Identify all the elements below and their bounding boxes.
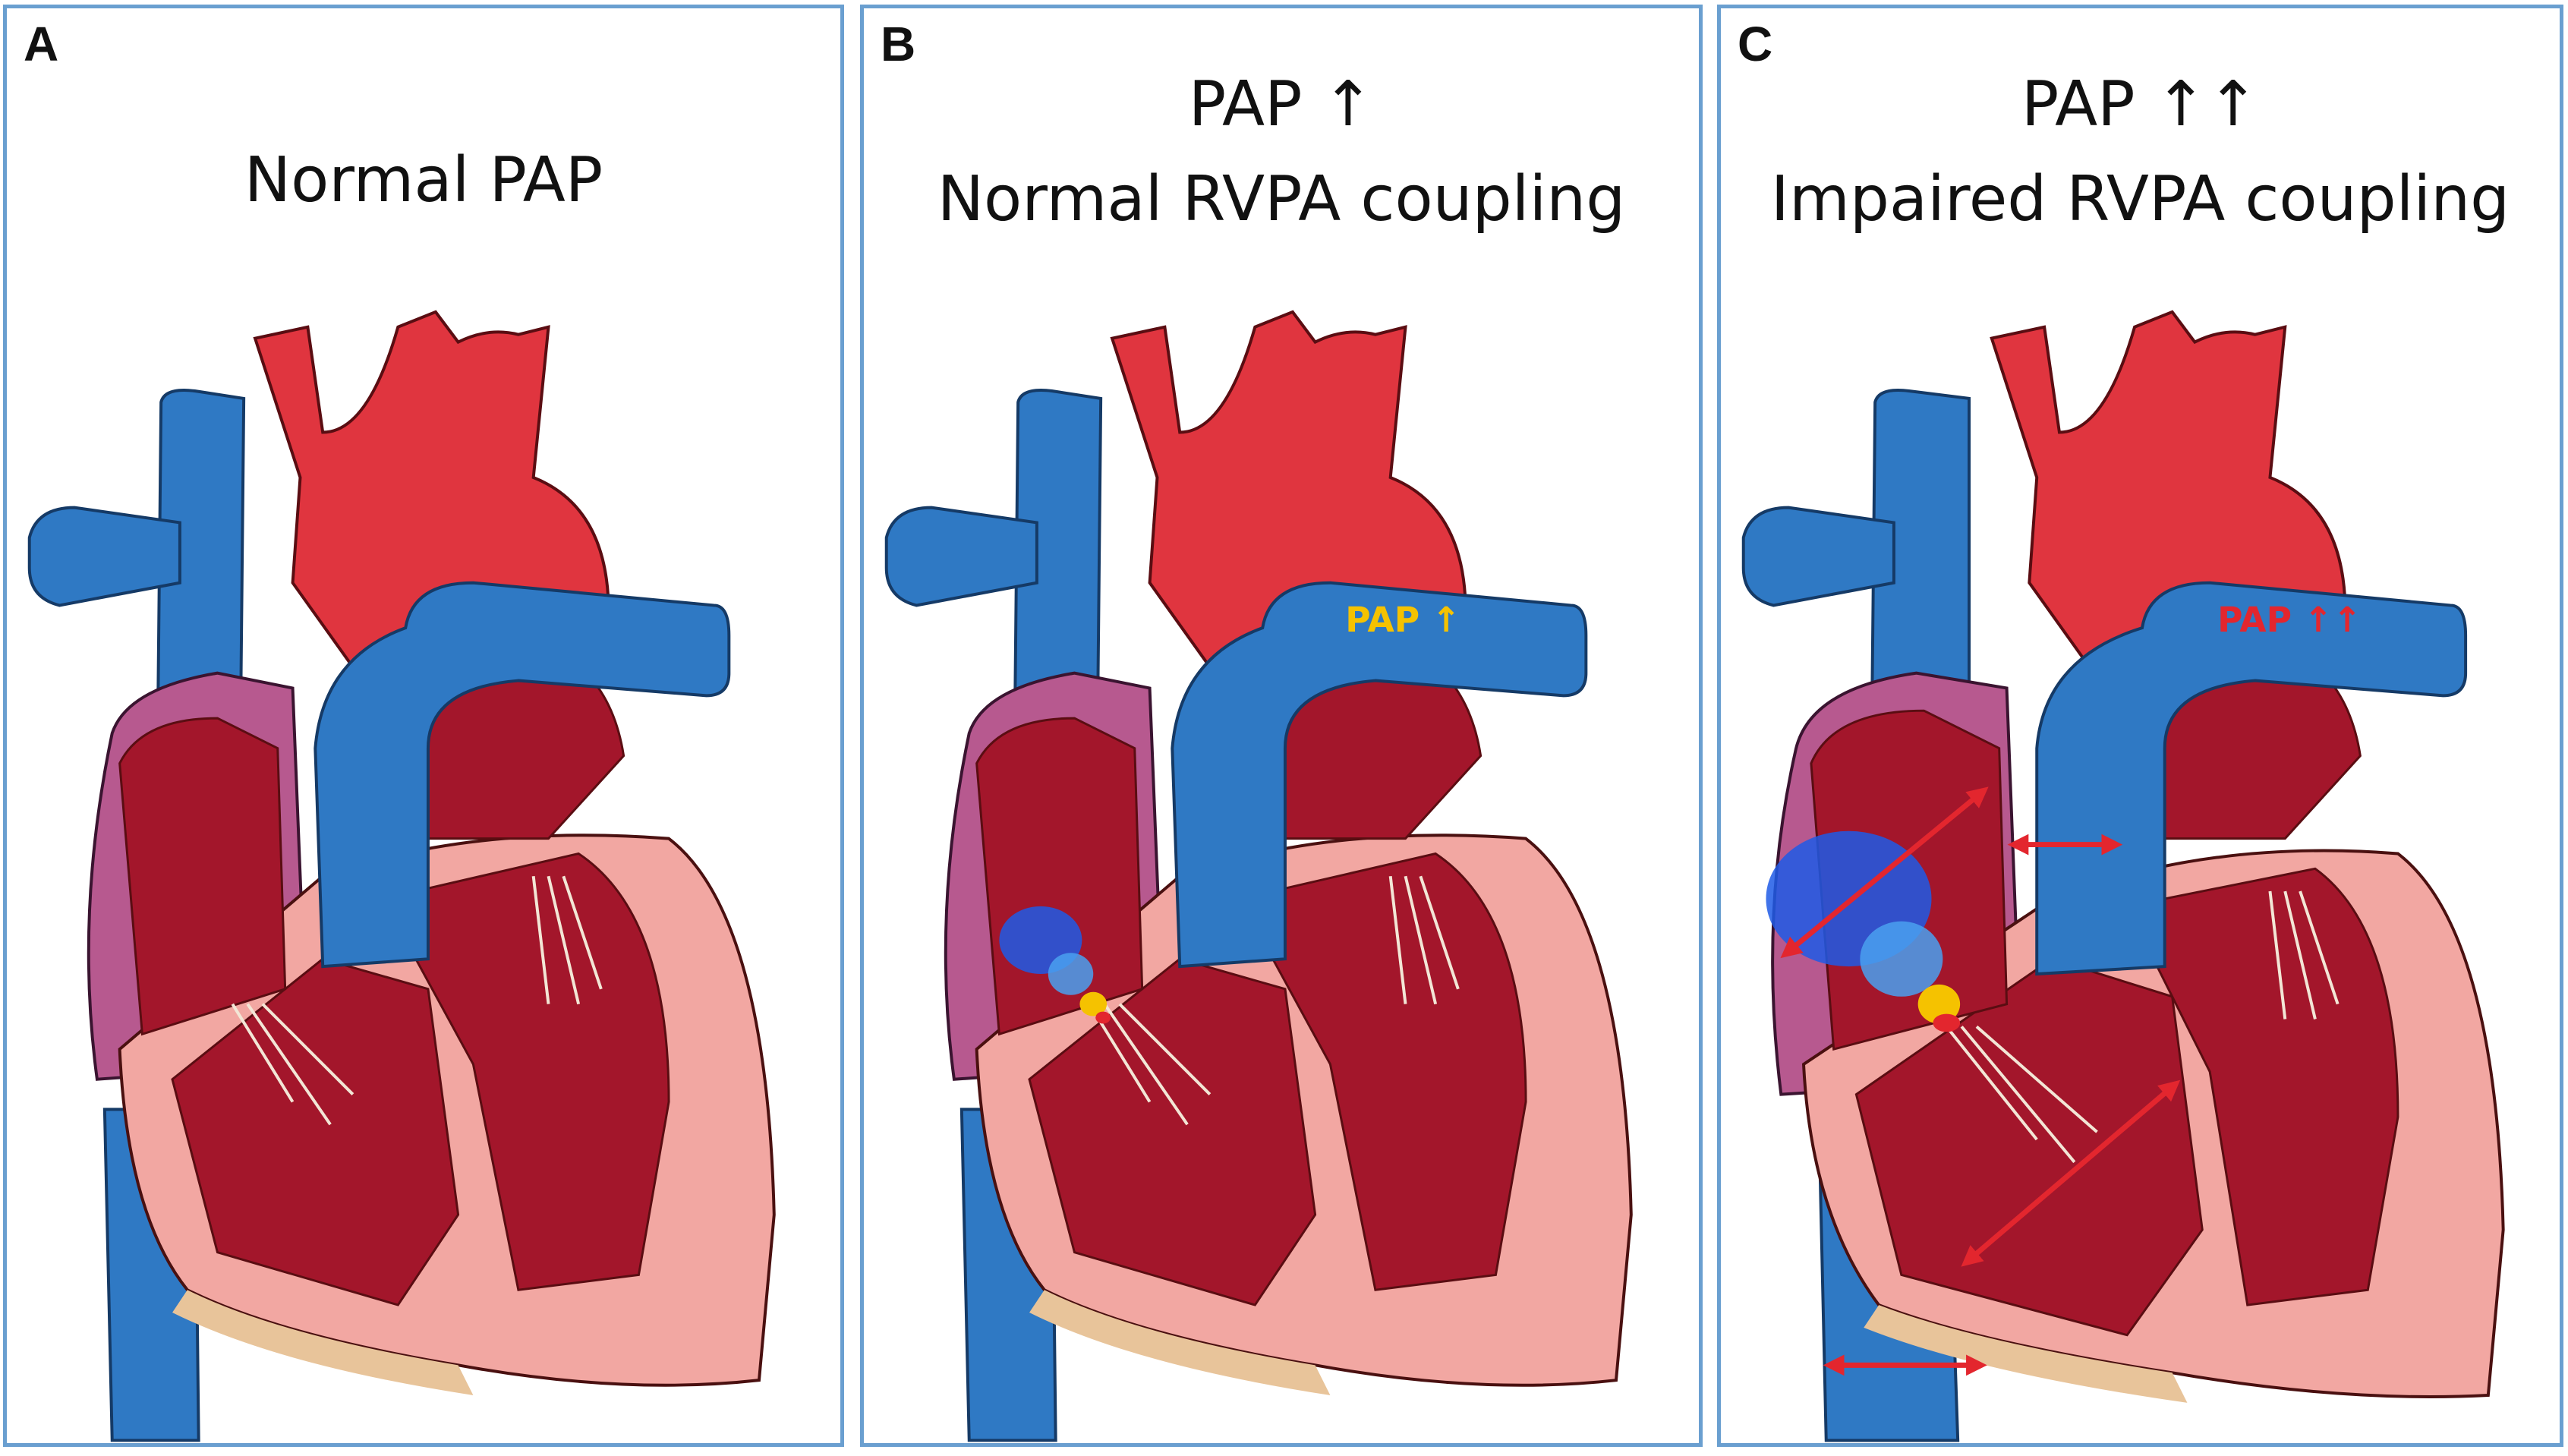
panel-title-line-1: Normal PAP [244,144,603,216]
panel-letter: B [881,17,916,71]
arrows-icon [1780,786,2181,1376]
heart-illustration [884,310,1633,1442]
pap-vessel-label: PAP ↑↑ [2217,600,2362,640]
heart-illustration [27,310,776,1442]
heart-icon: PAP ↑ [884,310,1633,1442]
panel-b: B PAP ↑ Normal RVPA coupling [860,5,1703,1447]
heart-icon: PAP ↑↑ [1741,310,2505,1442]
panel-a: A Normal PAP [3,5,844,1447]
panel-title-line-2: Impaired RVPA coupling [1770,163,2510,235]
panel-title-line-1: PAP ↑ [1188,68,1375,140]
panel-title-line-2: Normal RVPA coupling [937,163,1626,235]
panel-title-line-1: PAP ↑↑ [2021,68,2260,140]
panel-letter: C [1738,17,1773,71]
panel-letter: A [24,17,59,71]
pap-vessel-label: PAP ↑ [1345,600,1460,640]
jet-icon [999,906,1111,1024]
heart-icon [27,310,776,1442]
panel-c: C PAP ↑↑ Impaired RVPA coupling [1717,5,2563,1447]
